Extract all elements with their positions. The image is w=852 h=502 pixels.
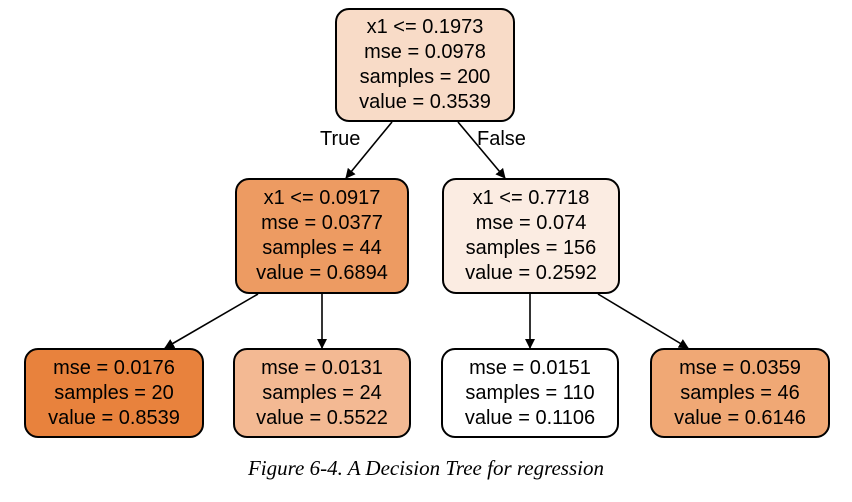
- tree-leaf-lr: mse = 0.0131 samples = 24 value = 0.5522: [233, 348, 411, 438]
- node-samples: samples = 156: [465, 237, 597, 259]
- tree-node-root: x1 <= 0.1973 mse = 0.0978 samples = 200 …: [335, 8, 515, 122]
- edge-root-right: [457, 121, 506, 179]
- node-split-condition: x1 <= 0.7718: [472, 187, 590, 209]
- node-mse: mse = 0.0176: [53, 356, 175, 379]
- node-value: value = 0.6894: [256, 262, 388, 284]
- node-samples: samples = 46: [680, 381, 800, 404]
- node-value: value = 0.2592: [465, 262, 597, 284]
- node-split-condition: x1 <= 0.1973: [366, 16, 484, 38]
- edge-label-false: False: [477, 128, 526, 150]
- node-value: value = 0.3539: [359, 91, 491, 113]
- tree-leaf-ll: mse = 0.0176 samples = 20 value = 0.8539: [24, 348, 204, 438]
- edge-left-ll: [164, 293, 259, 349]
- node-mse: mse = 0.0151: [469, 356, 591, 379]
- node-samples: samples = 110: [465, 381, 595, 404]
- node-mse: mse = 0.0359: [679, 356, 801, 379]
- node-split-condition: x1 <= 0.0917: [263, 187, 381, 209]
- tree-node-left: x1 <= 0.0917 mse = 0.0377 samples = 44 v…: [235, 178, 409, 294]
- tree-leaf-rr: mse = 0.0359 samples = 46 value = 0.6146: [650, 348, 830, 438]
- node-samples: samples = 44: [262, 237, 382, 259]
- node-value: value = 0.8539: [48, 406, 180, 429]
- node-mse: mse = 0.0978: [364, 41, 486, 63]
- figure-caption: Figure 6-4. A Decision Tree for regressi…: [247, 456, 604, 480]
- node-mse: mse = 0.0377: [261, 212, 383, 234]
- node-value: value = 0.6146: [674, 406, 806, 429]
- tree-node-right: x1 <= 0.7718 mse = 0.074 samples = 156 v…: [442, 178, 620, 294]
- node-samples: samples = 200: [359, 66, 491, 88]
- node-samples: samples = 24: [262, 381, 382, 404]
- edge-right-rr: [597, 293, 689, 349]
- tree-leaf-rl: mse = 0.0151 samples = 110 value = 0.110…: [441, 348, 619, 438]
- edge-root-left: [345, 121, 393, 179]
- edge-label-true: True: [320, 128, 361, 150]
- node-samples: samples = 20: [54, 381, 174, 404]
- node-value: value = 0.1106: [464, 406, 596, 429]
- node-value: value = 0.5522: [256, 406, 388, 429]
- node-mse: mse = 0.074: [475, 212, 587, 234]
- node-mse: mse = 0.0131: [261, 356, 383, 379]
